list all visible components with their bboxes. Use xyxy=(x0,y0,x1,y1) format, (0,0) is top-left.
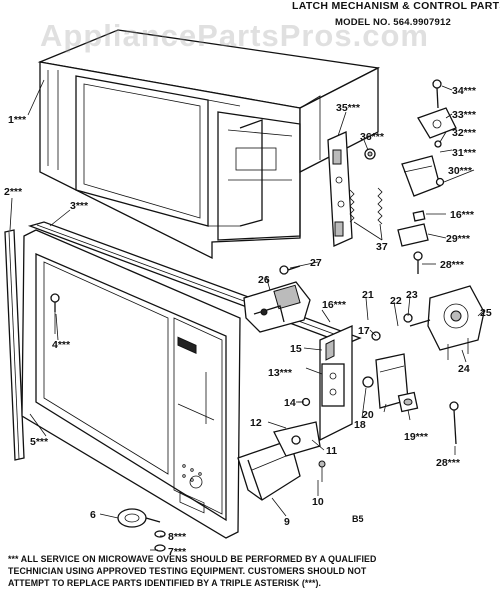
latch-hook xyxy=(273,421,326,482)
monitor-block xyxy=(397,391,419,413)
part-label-33: 33*** xyxy=(452,109,477,121)
part-labels: 1*** 2*** 3*** 4*** 5*** 6 7*** 8*** 9 1… xyxy=(4,85,492,558)
part-label-15: 15 xyxy=(290,343,302,355)
part-label-30: 30*** xyxy=(448,165,473,177)
reference-code: B5 xyxy=(352,514,364,524)
door-screw xyxy=(50,293,60,334)
mount-screw-lower xyxy=(449,401,459,445)
diagram-title: LATCH MECHANISM & CONTROL PARTS xyxy=(292,0,500,12)
part-label-12: 12 xyxy=(250,417,262,429)
model-number: MODEL NO. 564.9907912 xyxy=(335,17,451,28)
part-label-27: 27 xyxy=(310,257,322,269)
latch-nut xyxy=(364,148,376,160)
part-label-25: 25 xyxy=(480,307,492,319)
upper-switch-assembly xyxy=(401,79,457,197)
part-label-32: 32*** xyxy=(452,127,477,139)
part-label-4: 4*** xyxy=(52,339,71,351)
part-label-20: 20 xyxy=(362,409,374,421)
part-label-36: 36*** xyxy=(360,131,385,143)
part-label-21: 21 xyxy=(362,289,374,301)
part-label-26: 26 xyxy=(258,274,270,286)
footnote-line-1: *** ALL SERVICE ON MICROWAVE OVENS SHOUL… xyxy=(8,554,377,564)
part-label-6: 6 xyxy=(90,509,96,521)
part-label-11: 11 xyxy=(326,445,337,457)
part-label-28a: 28*** xyxy=(440,259,465,271)
part-label-5: 5*** xyxy=(30,436,49,448)
part-label-17: 17 xyxy=(358,325,370,337)
part-label-23: 23 xyxy=(406,289,418,301)
latch-block xyxy=(243,281,311,333)
part-label-29: 29*** xyxy=(446,233,471,245)
part-label-22: 22 xyxy=(390,295,402,307)
switch-bracket xyxy=(319,325,353,442)
part-label-2: 2*** xyxy=(4,186,23,198)
footnote-line-2: TECHNICIAN USING APPROVED TESTING EQUIPM… xyxy=(8,566,367,576)
part-label-16a: 16*** xyxy=(322,299,347,311)
oven-cabinet xyxy=(37,29,381,260)
part-label-34: 34*** xyxy=(452,85,477,97)
leader-lines xyxy=(9,79,485,551)
part-label-9: 9 xyxy=(284,516,290,528)
footnote-line-3: ATTEMPT TO REPLACE PARTS IDENTIFIED BY A… xyxy=(8,578,322,588)
part-label-3: 3*** xyxy=(70,200,89,212)
service-footnote: *** ALL SERVICE ON MICROWAVE OVENS SHOUL… xyxy=(8,553,496,589)
part-label-16b: 16*** xyxy=(450,209,475,221)
part-label-8: 8*** xyxy=(168,531,187,543)
part-label-31: 31*** xyxy=(452,147,477,159)
door-seal-strip xyxy=(4,229,25,461)
part-label-1: 1*** xyxy=(8,114,27,126)
part-label-7: 7*** xyxy=(168,546,187,558)
door-frame xyxy=(21,229,241,539)
part-label-10: 10 xyxy=(312,496,324,508)
part-label-18: 18 xyxy=(354,419,366,431)
knob-washers xyxy=(154,530,166,552)
timer-motor xyxy=(409,285,485,360)
latch-springs xyxy=(349,187,383,225)
part-label-28b: 28*** xyxy=(436,457,461,469)
part-label-19: 19*** xyxy=(404,431,429,443)
part-label-24: 24 xyxy=(458,363,470,375)
part-label-37: 37 xyxy=(376,241,388,253)
latch-screw xyxy=(279,265,301,275)
latch-plate xyxy=(327,131,353,247)
watermark: AppliancePartsPros.com xyxy=(40,18,429,53)
part-label-35: 35*** xyxy=(336,102,361,114)
actuator-parts xyxy=(397,210,429,274)
part-label-13: 13*** xyxy=(268,367,293,379)
part-label-14: 14 xyxy=(284,397,296,409)
timer-knob xyxy=(117,508,161,528)
